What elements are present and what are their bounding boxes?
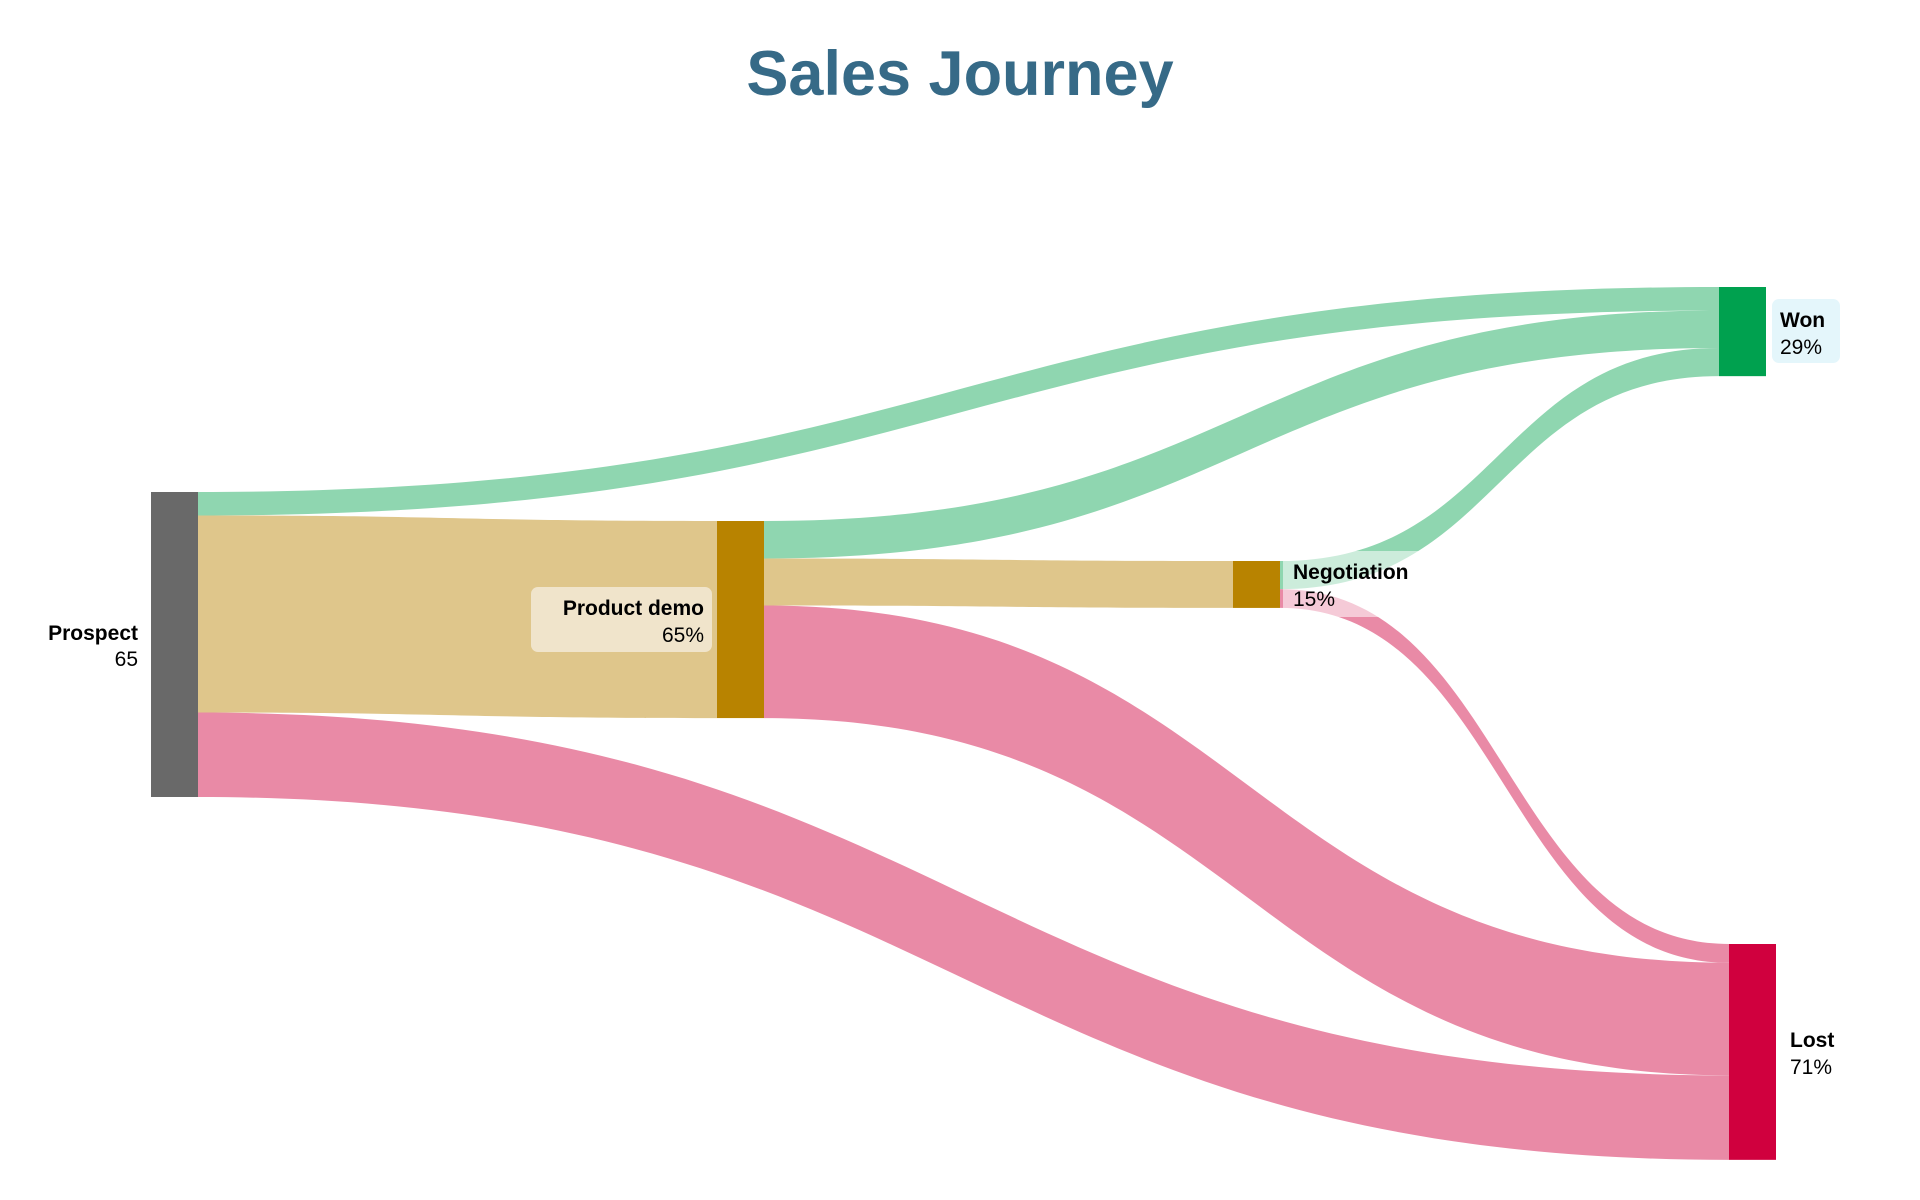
label-lost: Lost 71%: [1790, 1029, 1834, 1079]
link-demo-to-lost[interactable]: [764, 605, 1729, 1076]
node-value: 65: [115, 648, 138, 671]
links-layer: [198, 287, 1729, 1160]
link-prospect-to-lost[interactable]: [198, 712, 1729, 1160]
label-prospect: Prospect 65: [48, 622, 138, 671]
labels-layer: Prospect 65 Product demo 65% Negotiation 15% W…: [48, 299, 1840, 1079]
node-prospect[interactable]: [151, 492, 198, 797]
label-won: Won 29%: [1772, 299, 1840, 363]
label-background: [1283, 551, 1433, 617]
node-lost[interactable]: [1729, 944, 1776, 1160]
label-demo: Product demo 65%: [531, 587, 712, 652]
node-name: Product demo: [563, 597, 704, 620]
node-demo[interactable]: [717, 521, 764, 719]
link-demo-to-won[interactable]: [764, 310, 1719, 559]
node-name: Lost: [1790, 1029, 1834, 1052]
link-negotiation-to-lost[interactable]: [1280, 589, 1729, 963]
node-won[interactable]: [1719, 287, 1766, 377]
chart-title: Sales Journey: [746, 39, 1174, 109]
node-name: Negotiation: [1293, 561, 1409, 584]
node-value: 29%: [1780, 336, 1822, 359]
link-prospect-to-demo[interactable]: [198, 515, 717, 719]
link-demo-to-negotiation[interactable]: [764, 558, 1233, 608]
label-background: [531, 587, 712, 652]
node-value: 65%: [662, 624, 704, 647]
label-background: [1772, 299, 1840, 363]
node-negotiation[interactable]: [1233, 561, 1280, 608]
node-value: 71%: [1790, 1056, 1832, 1079]
node-name: Prospect: [48, 622, 138, 645]
node-name: Won: [1780, 309, 1825, 332]
nodes-layer: [151, 287, 1776, 1160]
link-prospect-to-won[interactable]: [198, 287, 1719, 516]
link-negotiation-to-won[interactable]: [1280, 348, 1719, 590]
label-negotiation: Negotiation 15%: [1283, 551, 1433, 617]
node-value: 15%: [1293, 588, 1335, 611]
